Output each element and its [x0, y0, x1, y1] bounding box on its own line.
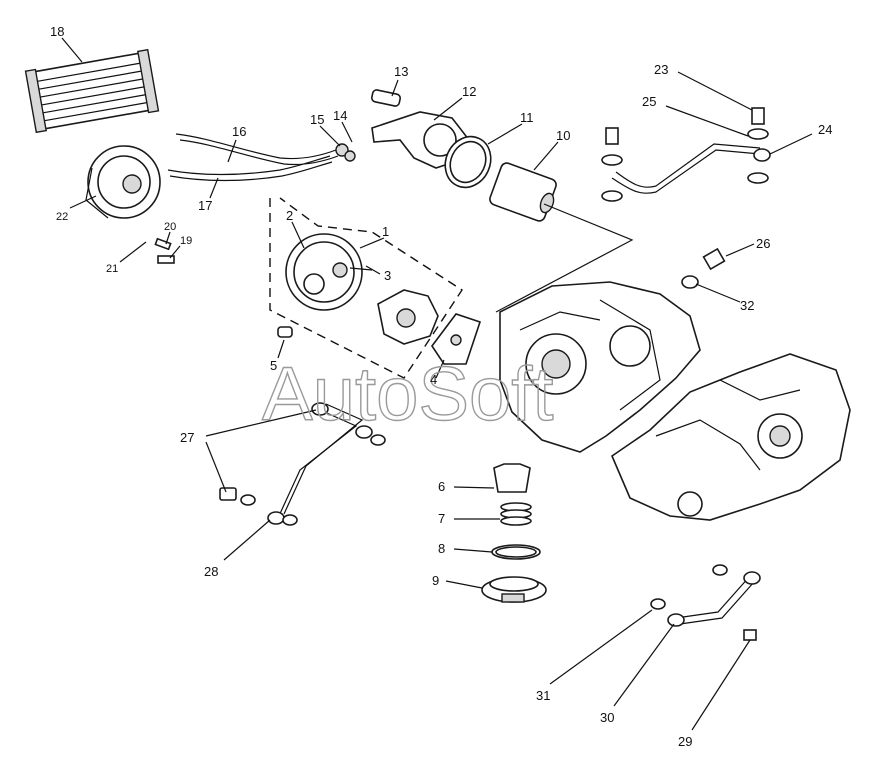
callout-8: 8 [438, 541, 445, 556]
part-crankcase-left [499, 281, 701, 453]
part-oil-cooler [24, 48, 160, 134]
part-washer [681, 275, 699, 289]
part-oil-pump [349, 267, 439, 345]
callout-28: 28 [204, 564, 218, 579]
part-wire-leads [167, 133, 356, 182]
watermark-text: AutoSoft [262, 352, 554, 437]
part-oil-pipe-bottom [650, 564, 761, 641]
callout-14: 14 [333, 108, 347, 123]
part-spring [500, 502, 532, 526]
callout-29: 29 [678, 734, 692, 749]
callout-9: 9 [432, 573, 439, 588]
callout-23: 23 [654, 62, 668, 77]
callout-5: 5 [270, 358, 277, 373]
callout-15: 15 [310, 112, 324, 127]
callout-21: 21 [106, 263, 118, 275]
callout-12: 12 [462, 84, 476, 99]
part-small-bolts [154, 237, 175, 264]
callout-13: 13 [394, 64, 408, 79]
callout-6: 6 [438, 479, 445, 494]
callout-32: 32 [740, 298, 754, 313]
callout-16: 16 [232, 124, 246, 139]
part-drain-cap [481, 576, 547, 603]
part-dowel-pin [277, 326, 293, 338]
part-crankcase-right [611, 353, 851, 521]
callout-7: 7 [438, 511, 445, 526]
part-oil-pipe-upper [601, 107, 771, 202]
part-o-ring [444, 135, 492, 189]
callout-11: 11 [520, 110, 534, 125]
part-pump-plate [431, 313, 482, 365]
leader-lines [61, 37, 813, 731]
callout-26: 26 [756, 236, 770, 251]
assembly-outline [269, 197, 463, 379]
callout-30: 30 [600, 710, 614, 725]
callout-4: 4 [430, 372, 437, 387]
part-oil-filter [489, 162, 557, 222]
part-oil-pipe-lower [219, 402, 386, 526]
callout-labels: 18 22 21 20 19 16 17 15 14 13 12 11 10 1… [50, 24, 832, 749]
callout-31: 31 [536, 688, 550, 703]
callout-18: 18 [50, 24, 64, 39]
callout-22: 22 [56, 211, 68, 223]
callout-17: 17 [198, 198, 212, 213]
callout-24: 24 [818, 122, 832, 137]
callout-2: 2 [286, 208, 293, 223]
part-fitting [702, 247, 726, 271]
callout-20: 20 [164, 221, 176, 233]
callout-1: 1 [382, 224, 389, 239]
callout-10: 10 [556, 128, 570, 143]
part-strainer [493, 463, 531, 493]
part-stator [85, 145, 161, 219]
callout-27: 27 [180, 430, 194, 445]
part-o-ring-2 [491, 544, 541, 560]
callout-3: 3 [384, 268, 391, 283]
callout-25: 25 [642, 94, 656, 109]
callout-19: 19 [180, 235, 192, 247]
part-pump-gear [285, 233, 363, 311]
